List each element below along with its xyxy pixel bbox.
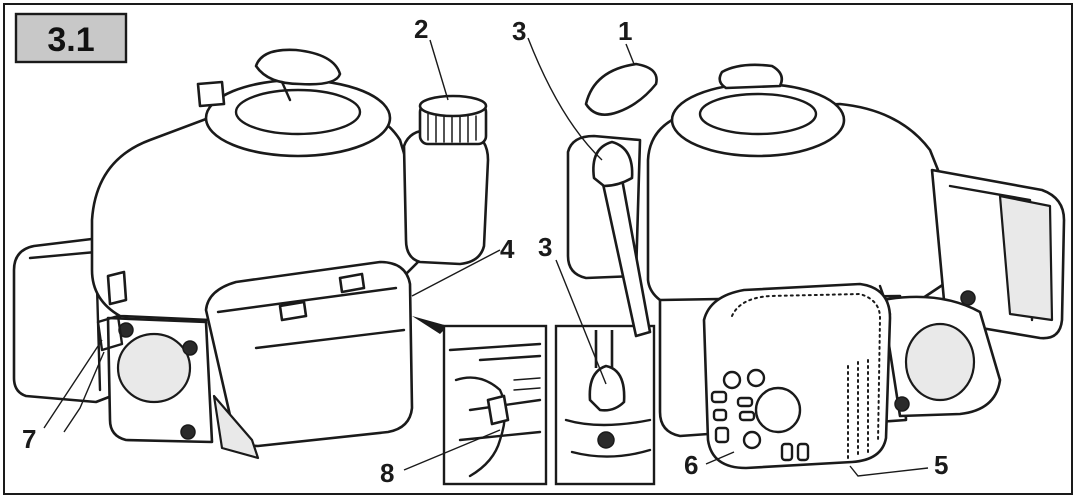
fuel-tank-left [402, 128, 490, 266]
callout-8: 8 [380, 458, 394, 488]
oil-dipstick-handle [592, 140, 634, 188]
fuel-tank-cap [418, 94, 488, 146]
air-filter-vents [710, 368, 810, 462]
spark-plug [106, 270, 128, 306]
dipstick-handle-inset [588, 364, 626, 412]
callout-7: 7 [22, 424, 36, 454]
callout-1: 1 [618, 16, 632, 46]
callout-4: 4 [500, 234, 515, 264]
air-filter-housing [702, 282, 892, 470]
top-dome-left [204, 78, 392, 158]
callout-2: 2 [414, 14, 428, 44]
callout-5: 5 [934, 450, 948, 480]
right-engine [566, 62, 1066, 470]
callout-3-inset: 3 [538, 232, 552, 262]
callout-6: 6 [684, 450, 698, 480]
left-engine [12, 48, 490, 460]
inset-oil-dipstick [554, 324, 656, 486]
callout-3-top: 3 [512, 16, 526, 46]
recoil-handle-right [584, 62, 658, 116]
leader-lines [43, 37, 929, 477]
figure-number: 3.1 [47, 21, 94, 59]
inset-choke-lever [442, 324, 548, 486]
callout-labels: 1 2 3 3 4 5 6 7 8 [22, 14, 948, 488]
figure-tag: 3.1 [14, 12, 128, 64]
